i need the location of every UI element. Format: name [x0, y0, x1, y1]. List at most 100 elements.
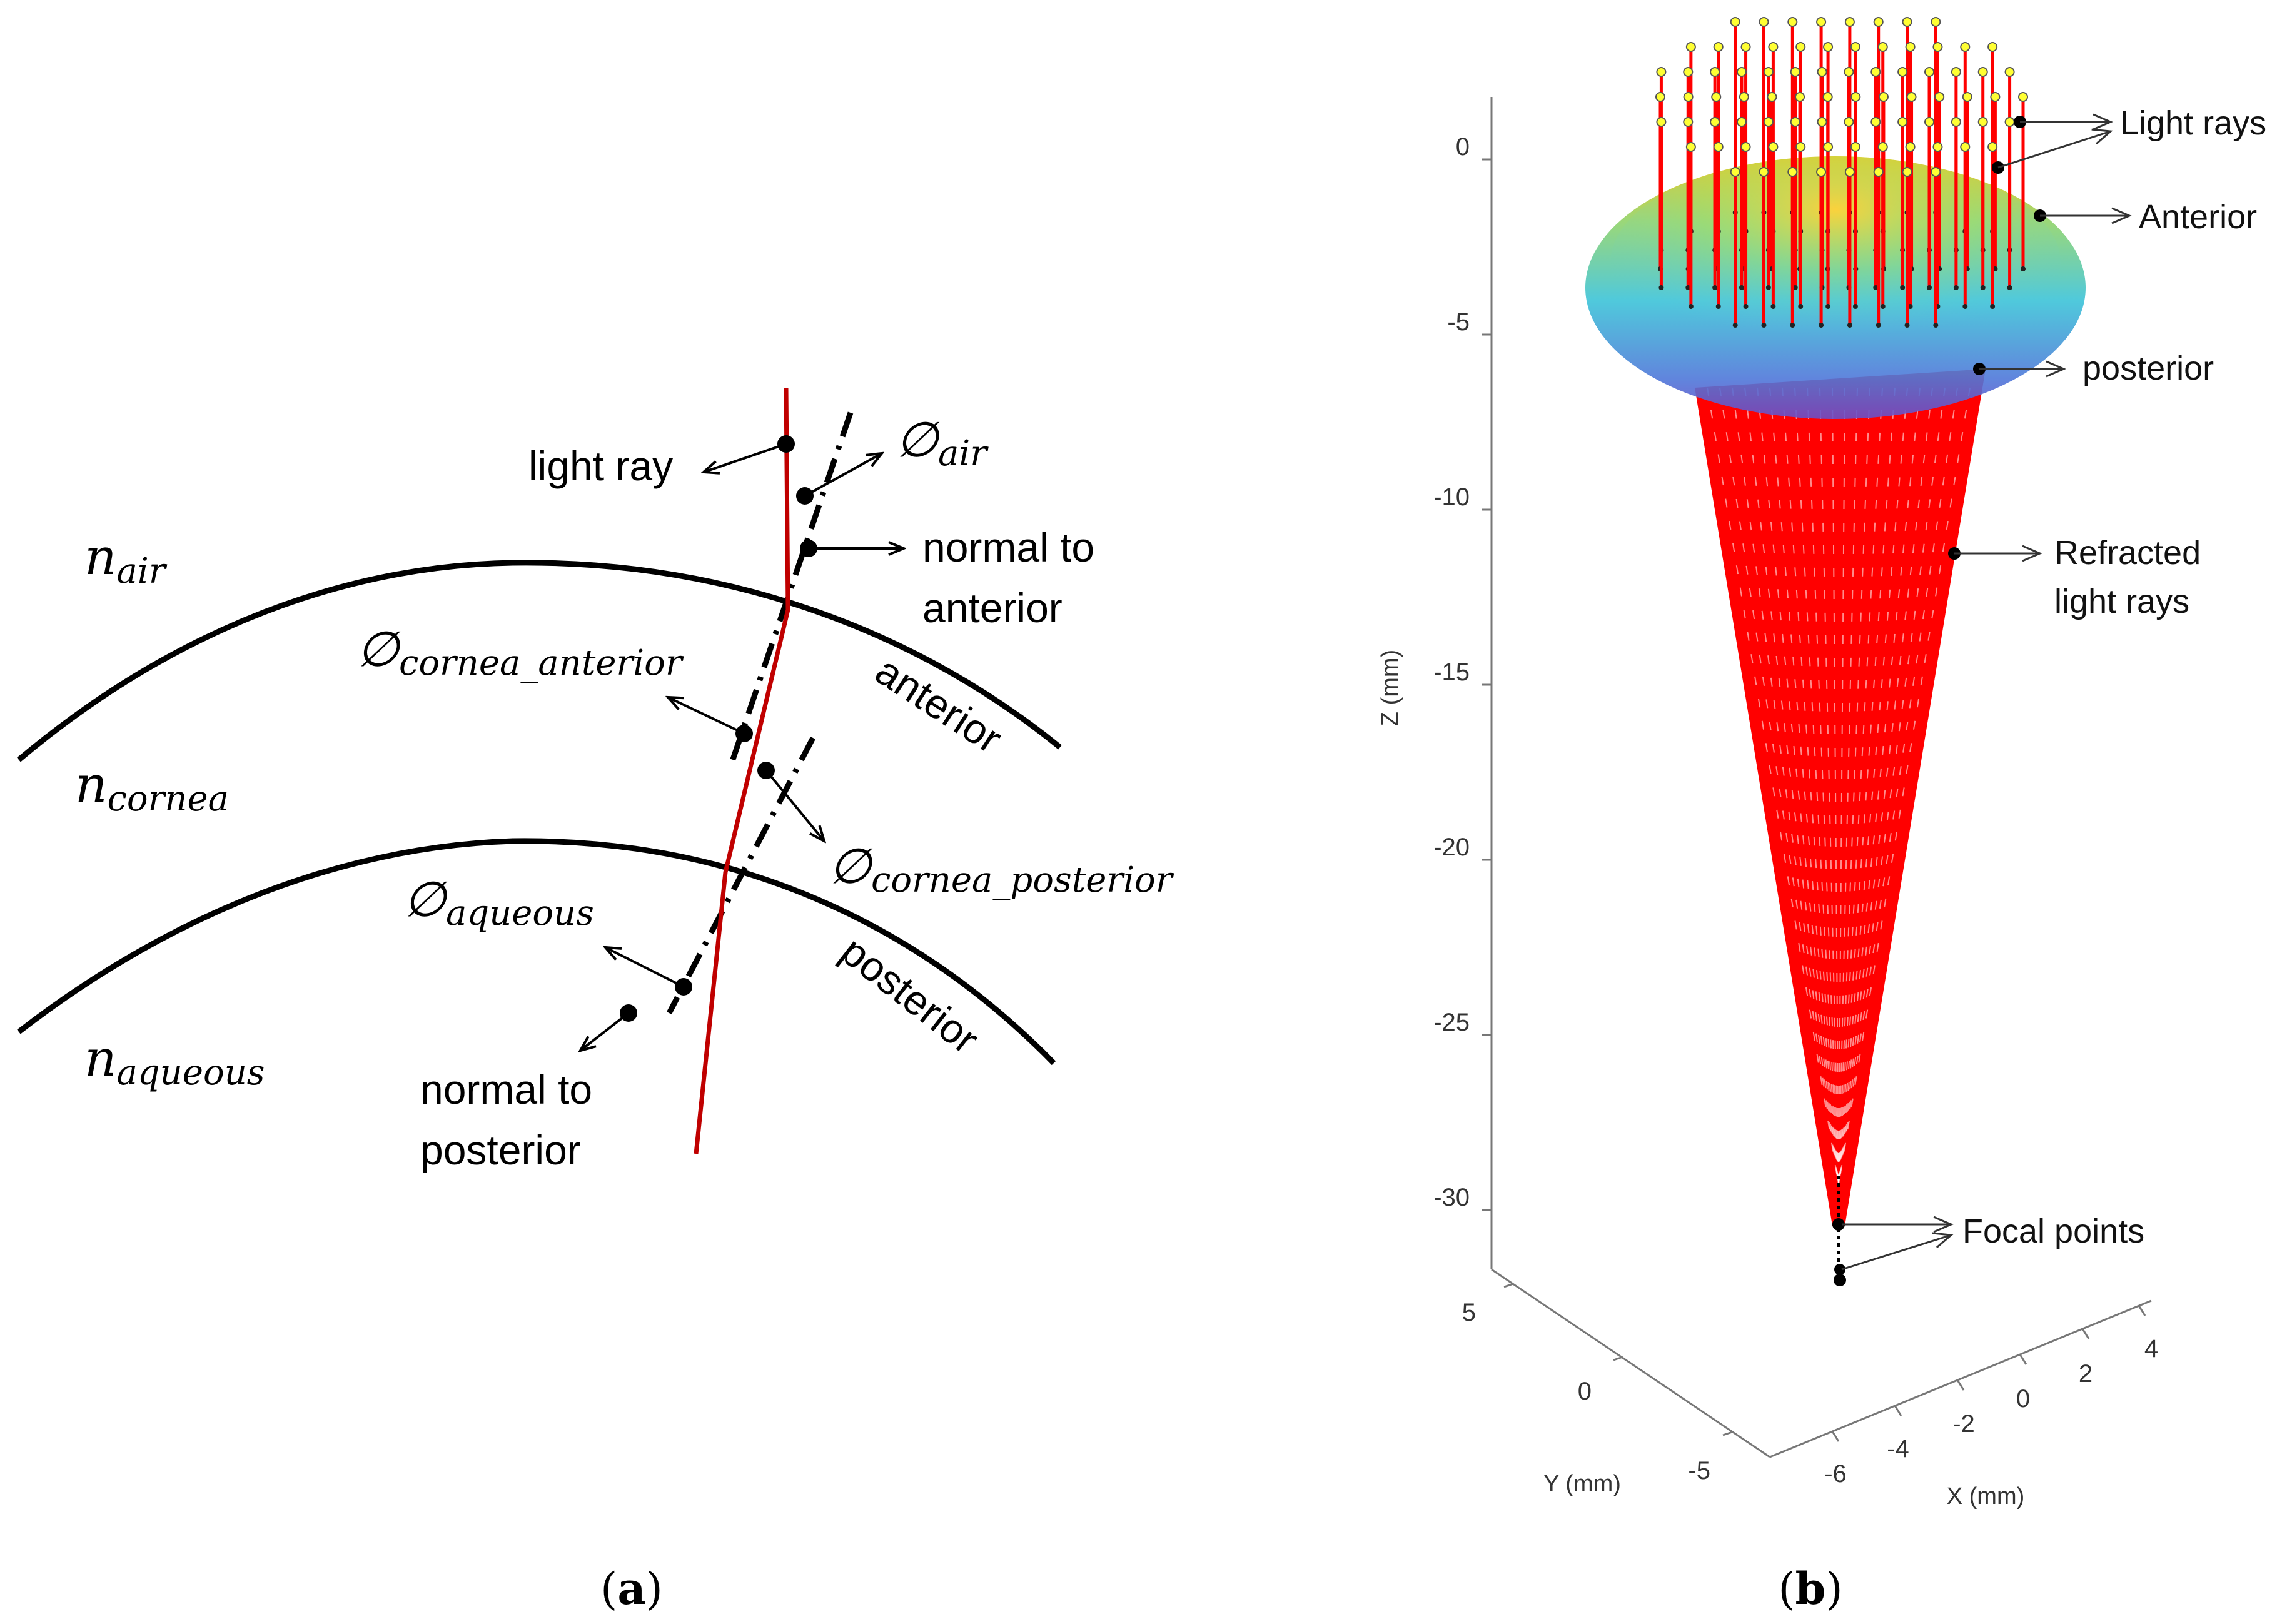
ray-surface-intersection: [1900, 285, 1906, 290]
light-ray-source-marker: [1763, 117, 1774, 127]
light-ray-source-marker: [1924, 117, 1935, 127]
z-tick-label-4: -20: [1433, 834, 1470, 861]
light-ray-source-marker: [1787, 167, 1798, 177]
ray-surface-intersection: [1904, 323, 1910, 328]
light-ray-source-marker: [1987, 142, 1998, 152]
ray-surface-intersection: [1658, 285, 1664, 290]
light-ray-source-marker: [1960, 142, 1971, 152]
light-ray-source-marker: [1713, 42, 1724, 52]
light-ray-source-marker: [1740, 142, 1751, 152]
light-ray-source-marker: [1877, 142, 1888, 152]
phi-cornea-anterior-label: ∅cornea_anterior: [356, 622, 684, 683]
light-ray-source-marker: [1977, 117, 1988, 127]
ray-surface-intersection: [1825, 304, 1831, 309]
x-tick-label-4: 2: [2079, 1360, 2093, 1388]
ray-surface-intersection: [1712, 285, 1718, 290]
light-ray-source-marker: [1906, 92, 1917, 102]
anterior-annotation: Anterior: [2139, 198, 2257, 236]
light-ray-source-marker: [1759, 17, 1769, 27]
panel-a: light ray ∅air normal to anterior ∅corne…: [17, 387, 1174, 1615]
y-tick-label-0: 5: [1462, 1299, 1476, 1326]
light-ray-source-marker: [1736, 117, 1747, 127]
light-rays-annotation: Light rays: [2120, 104, 2266, 142]
light-ray-source-marker: [1902, 167, 1912, 177]
ray-surface-intersection: [1798, 304, 1804, 309]
light-ray-source-marker: [1823, 42, 1834, 52]
light-ray-source-marker: [1710, 117, 1720, 127]
z-tick-label-3: -15: [1433, 658, 1470, 686]
ray-surface-intersection: [1880, 304, 1886, 309]
light-ray-source-marker: [1844, 167, 1855, 177]
ray-surface-intersection: [1790, 323, 1795, 328]
y-ticks: [1503, 1283, 1733, 1436]
light-ray-source-marker: [1683, 67, 1694, 77]
normal-to-anterior-label-2: anterior: [922, 585, 1063, 631]
light-ray-source-marker: [1816, 167, 1827, 177]
light-ray-source-marker: [1844, 117, 1854, 127]
light-ray-source-marker: [1763, 67, 1774, 77]
light-ray-source-marker: [1817, 67, 1827, 77]
ray-surface-intersection: [1933, 323, 1939, 328]
light-ray-source-marker: [1683, 92, 1694, 102]
ray-surface-intersection: [1761, 323, 1767, 328]
ray-surface-intersection: [1962, 304, 1968, 309]
light-ray-source-marker: [1870, 67, 1881, 77]
z-tick-label-1: -5: [1447, 308, 1470, 336]
light-ray-path: [694, 387, 790, 1154]
normal-to-anterior-label-1: normal to: [922, 524, 1094, 570]
normal-to-posterior-label-2: posterior: [420, 1127, 581, 1173]
light-ray-source-marker: [1767, 92, 1777, 102]
light-ray-source-marker: [1987, 42, 1998, 52]
x-ticks: [1831, 1305, 2146, 1442]
ray-surface-intersection: [2007, 285, 2012, 290]
light-ray-source-marker: [1905, 42, 1916, 52]
light-ray-source-marker: [1795, 92, 1805, 102]
light-ray-source-marker: [1873, 17, 1884, 27]
phi-aqueous-label: ∅aqueous: [403, 872, 594, 934]
ray-surface-intersection: [1907, 304, 1913, 309]
light-ray-source-marker: [1905, 142, 1916, 152]
light-ray-source-marker: [1960, 42, 1971, 52]
panel-a-caption: (a): [600, 1563, 663, 1615]
light-ray-source-marker: [1823, 142, 1834, 152]
ray-surface-intersection: [1715, 304, 1721, 309]
x-axis-line: [1769, 1299, 2152, 1458]
y-tick-label-2: -5: [1688, 1457, 1710, 1485]
phi-air-label: ∅air: [896, 412, 989, 474]
light-ray-source-marker: [1711, 92, 1722, 102]
light-ray-source-marker: [1897, 117, 1908, 127]
refracted-annotation-1: Refracted: [2054, 534, 2201, 572]
n-cornea-label: ncornea: [75, 755, 229, 819]
ray-surface-intersection: [1876, 323, 1881, 328]
phi-cornea-posterior-label: ∅cornea_posterior: [829, 839, 1174, 900]
ray-surface-intersection: [1927, 285, 1932, 290]
light-ray-source-marker: [1931, 17, 1941, 27]
x-tick-label-3: 0: [2016, 1385, 2030, 1413]
x-tick-label-0: -6: [1824, 1460, 1847, 1488]
light-ray-source-marker: [1759, 167, 1769, 177]
z-tick-label-6: -30: [1433, 1184, 1470, 1211]
normal-posterior-arrow: [580, 1012, 630, 1051]
ray-surface-intersection: [1819, 323, 1824, 328]
ray-surface-intersection: [1847, 323, 1852, 328]
posterior-annotation: posterior: [2082, 350, 2214, 387]
ray-surface-intersection: [1739, 285, 1744, 290]
x-tick-label-2: -2: [1952, 1410, 1975, 1438]
light-ray-source-marker: [1822, 92, 1833, 102]
phi-air-arrow: [804, 453, 882, 497]
ray-surface-intersection: [2021, 266, 2026, 271]
cornea-lens-highlight: [1610, 156, 2061, 369]
ray-surface-intersection: [1770, 304, 1776, 309]
light-ray-source-marker: [1873, 167, 1884, 177]
n-aqueous-label: naqueous: [84, 1029, 265, 1093]
light-ray-label: light ray: [528, 443, 673, 489]
light-ray-source-marker: [1844, 17, 1855, 27]
ray-surface-intersection: [1980, 285, 1986, 290]
light-ray-arrow: [704, 443, 787, 472]
light-ray-source-marker: [1656, 117, 1667, 127]
light-ray-source-marker: [1787, 17, 1798, 27]
anterior-surface: [17, 560, 1062, 762]
light-ray-source-marker: [1768, 42, 1779, 52]
phi-cornea-anterior-arrow: [668, 697, 745, 735]
